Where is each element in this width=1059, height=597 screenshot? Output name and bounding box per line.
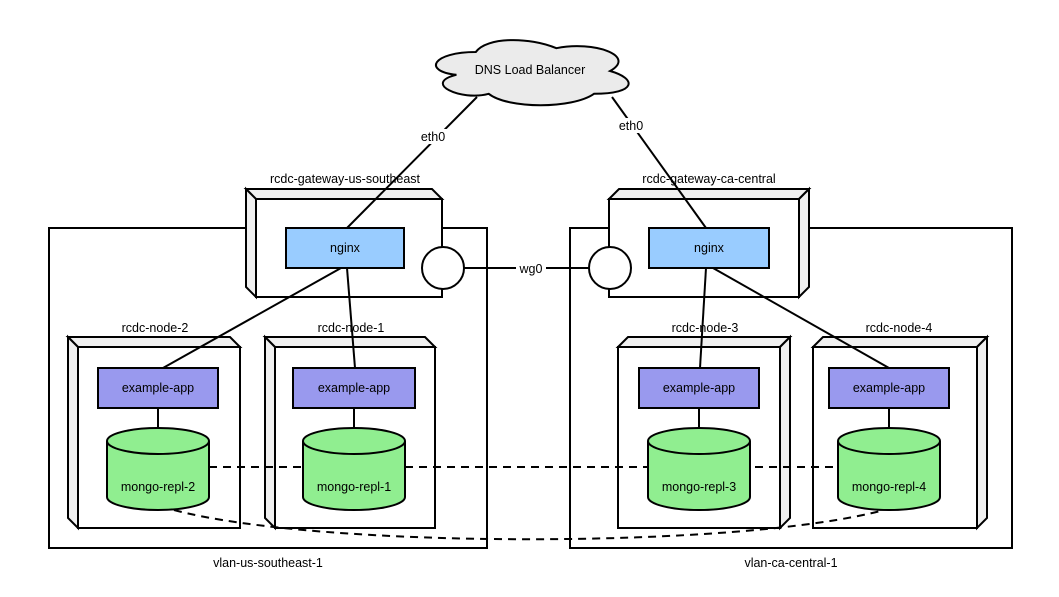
cylinder-body xyxy=(302,427,406,511)
label-background xyxy=(516,261,546,276)
edge-nginx-to-app-node2 xyxy=(162,267,342,369)
vlan-label: vlan-ca-central-1 xyxy=(744,556,837,570)
edge-cloud-to-gateway-left xyxy=(346,96,478,229)
nginx-service-left: nginx xyxy=(285,227,405,269)
app-box xyxy=(292,367,416,409)
cube-shade-top xyxy=(615,336,793,348)
edge-label-eth0-left: eth0 xyxy=(419,129,447,144)
wg0-endpoint-left xyxy=(421,246,465,290)
nginx-box xyxy=(285,227,405,269)
cylinder-top-edge xyxy=(302,440,406,455)
cube-shade-top xyxy=(262,336,438,348)
edge-label-eth0-right: eth0 xyxy=(617,118,645,133)
cloud-label: DNS Load Balancer xyxy=(475,63,585,77)
db-label: mongo-repl-4 xyxy=(852,480,926,494)
cube-shade-top xyxy=(243,188,445,200)
edge-nginx-to-app-node3 xyxy=(699,267,707,369)
app-label: example-app xyxy=(663,381,735,395)
cube-shade-side xyxy=(245,186,257,300)
db-mongo-repl-1: mongo-repl-1 xyxy=(302,427,406,511)
app-box xyxy=(97,367,219,409)
cloud-shape xyxy=(434,39,630,107)
cube-shade-side xyxy=(798,186,810,300)
db-label: mongo-repl-1 xyxy=(317,480,391,494)
db-mongo-repl-4: mongo-repl-4 xyxy=(837,427,941,511)
app-service-node2: example-app xyxy=(97,367,219,409)
app-box xyxy=(828,367,950,409)
cube-shade-side xyxy=(976,334,988,531)
app-service-node4: example-app xyxy=(828,367,950,409)
db-label: mongo-repl-3 xyxy=(662,480,736,494)
gateway-label: rcdc-gateway-ca-central xyxy=(642,172,775,186)
db-mongo-repl-2: mongo-repl-2 xyxy=(106,427,210,511)
app-label: example-app xyxy=(853,381,925,395)
label-background xyxy=(617,118,645,133)
edge-nginx-to-app-node1 xyxy=(346,267,356,369)
cube-shade-side xyxy=(67,334,79,531)
app-service-node1: example-app xyxy=(292,367,416,409)
nginx-label: nginx xyxy=(694,241,725,255)
edge-label-wg0: wg0 xyxy=(516,261,546,276)
eth0-label: eth0 xyxy=(619,119,643,133)
cube-shade-side xyxy=(779,334,791,531)
app-service-node3: example-app xyxy=(638,367,760,409)
gateway-label: rcdc-gateway-us-southeast xyxy=(270,172,421,186)
wg0-label: wg0 xyxy=(519,262,543,276)
label-background xyxy=(419,129,447,144)
cube-shade-side xyxy=(264,334,276,531)
cylinder-top-edge xyxy=(647,440,751,455)
node-label: rcdc-node-2 xyxy=(122,321,189,335)
node-label: rcdc-node-3 xyxy=(672,321,739,335)
cylinder-body xyxy=(837,427,941,511)
edge-nginx-to-app-node4 xyxy=(712,267,890,369)
replica-link-arc xyxy=(173,509,885,541)
nginx-service-right: nginx xyxy=(648,227,770,269)
dns-load-balancer: DNS Load Balancer xyxy=(434,39,630,107)
app-box xyxy=(638,367,760,409)
db-label: mongo-repl-2 xyxy=(121,480,195,494)
eth0-label: eth0 xyxy=(421,130,445,144)
cylinder-top-edge xyxy=(106,440,210,455)
cylinder-body xyxy=(106,427,210,511)
nginx-box xyxy=(648,227,770,269)
db-mongo-repl-3: mongo-repl-3 xyxy=(647,427,751,511)
node-label: rcdc-node-4 xyxy=(866,321,933,335)
cylinder-body xyxy=(647,427,751,511)
vlan-label: vlan-us-southeast-1 xyxy=(213,556,323,570)
cylinder-top-edge xyxy=(837,440,941,455)
app-label: example-app xyxy=(318,381,390,395)
wg0-endpoint-right xyxy=(588,246,632,290)
cube-shade-top xyxy=(606,188,812,200)
app-label: example-app xyxy=(122,381,194,395)
nginx-label: nginx xyxy=(330,241,361,255)
